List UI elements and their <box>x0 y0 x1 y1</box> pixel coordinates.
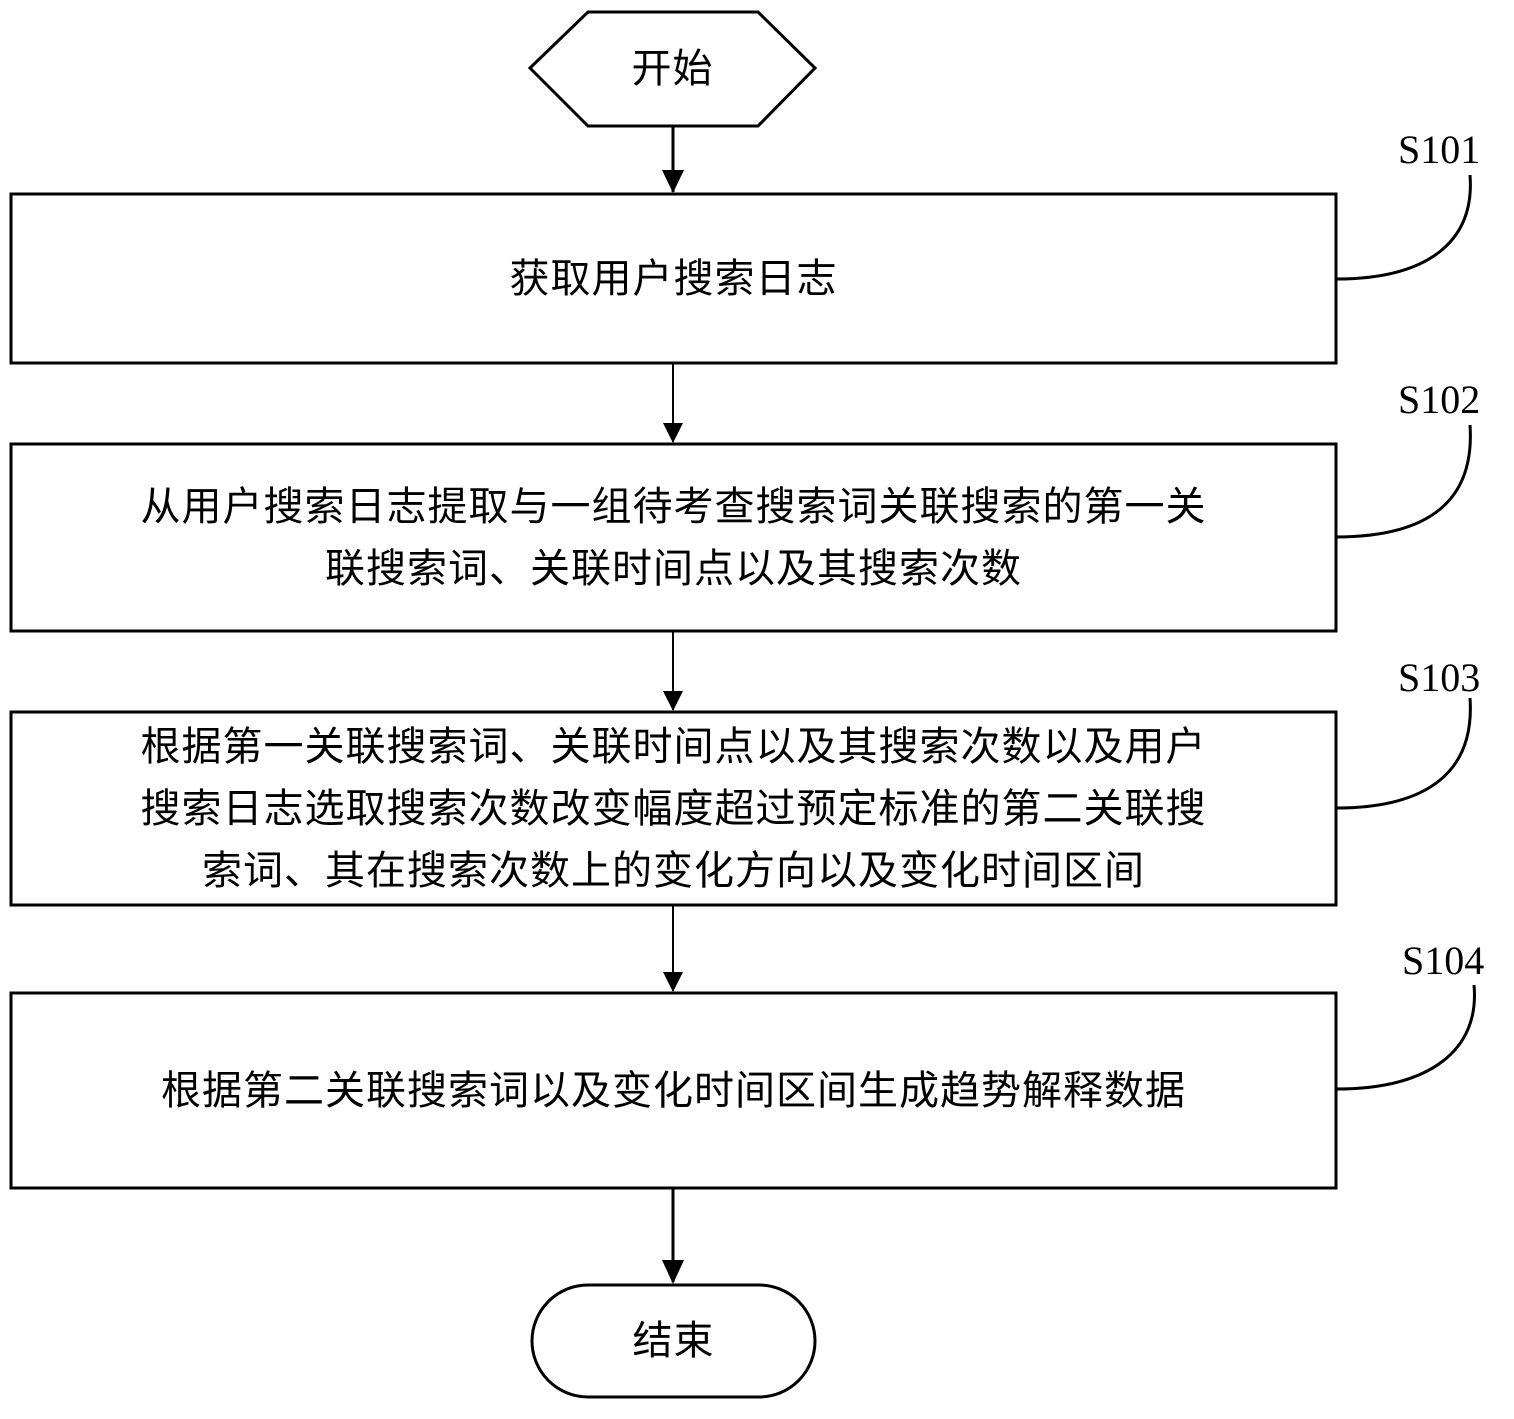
step-s101-line-1: 获取用户搜索日志 <box>510 248 838 310</box>
step-s104-line-1: 根据第二关联搜索词以及变化时间区间生成趋势解释数据 <box>161 1060 1186 1122</box>
arrowhead-s103-to-s104 <box>663 972 683 992</box>
end-label: 结束 <box>633 1310 715 1372</box>
step-s103-line-1: 根据第一关联搜索词、关联时间点以及其搜索次数以及用户 <box>141 716 1207 778</box>
step-s103-line-3: 索词、其在搜索次数上的变化方向以及变化时间区间 <box>141 840 1207 902</box>
step-label-s104: S104 <box>1402 937 1484 985</box>
start-node: 开始 <box>530 12 815 126</box>
step-label-s102: S102 <box>1398 376 1480 424</box>
arrowhead-s102-to-s103 <box>663 691 683 711</box>
arrowhead-s101-to-s102 <box>663 423 683 443</box>
step-text-s102: 从用户搜索日志提取与一组待考查搜索词关联搜索的第一关 联搜索词、关联时间点以及其… <box>14 447 1333 628</box>
leader-curve-s104 <box>1336 985 1474 1089</box>
leader-curve-s101 <box>1336 175 1470 279</box>
end-node: 结束 <box>532 1285 815 1397</box>
start-label: 开始 <box>632 38 714 100</box>
step-s102-line-2: 联搜索词、关联时间点以及其搜索次数 <box>141 538 1207 600</box>
step-text-s104: 根据第二关联搜索词以及变化时间区间生成趋势解释数据 <box>14 996 1333 1185</box>
step-text-s103: 根据第一关联搜索词、关联时间点以及其搜索次数以及用户 搜索日志选取搜索次数改变幅… <box>14 715 1333 902</box>
step-label-s101: S101 <box>1398 126 1480 174</box>
step-label-s103: S103 <box>1398 654 1480 702</box>
arrowhead-start-to-s101 <box>662 170 684 193</box>
step-s103-line-2: 搜索日志选取搜索次数改变幅度超过预定标准的第二关联搜 <box>141 778 1207 840</box>
step-s102-line-1: 从用户搜索日志提取与一组待考查搜索词关联搜索的第一关 <box>141 476 1207 538</box>
step-text-s101: 获取用户搜索日志 <box>14 197 1333 360</box>
arrowhead-s104-to-end <box>662 1260 684 1284</box>
leader-curve-s102 <box>1336 425 1470 537</box>
leader-curve-s103 <box>1336 698 1470 808</box>
